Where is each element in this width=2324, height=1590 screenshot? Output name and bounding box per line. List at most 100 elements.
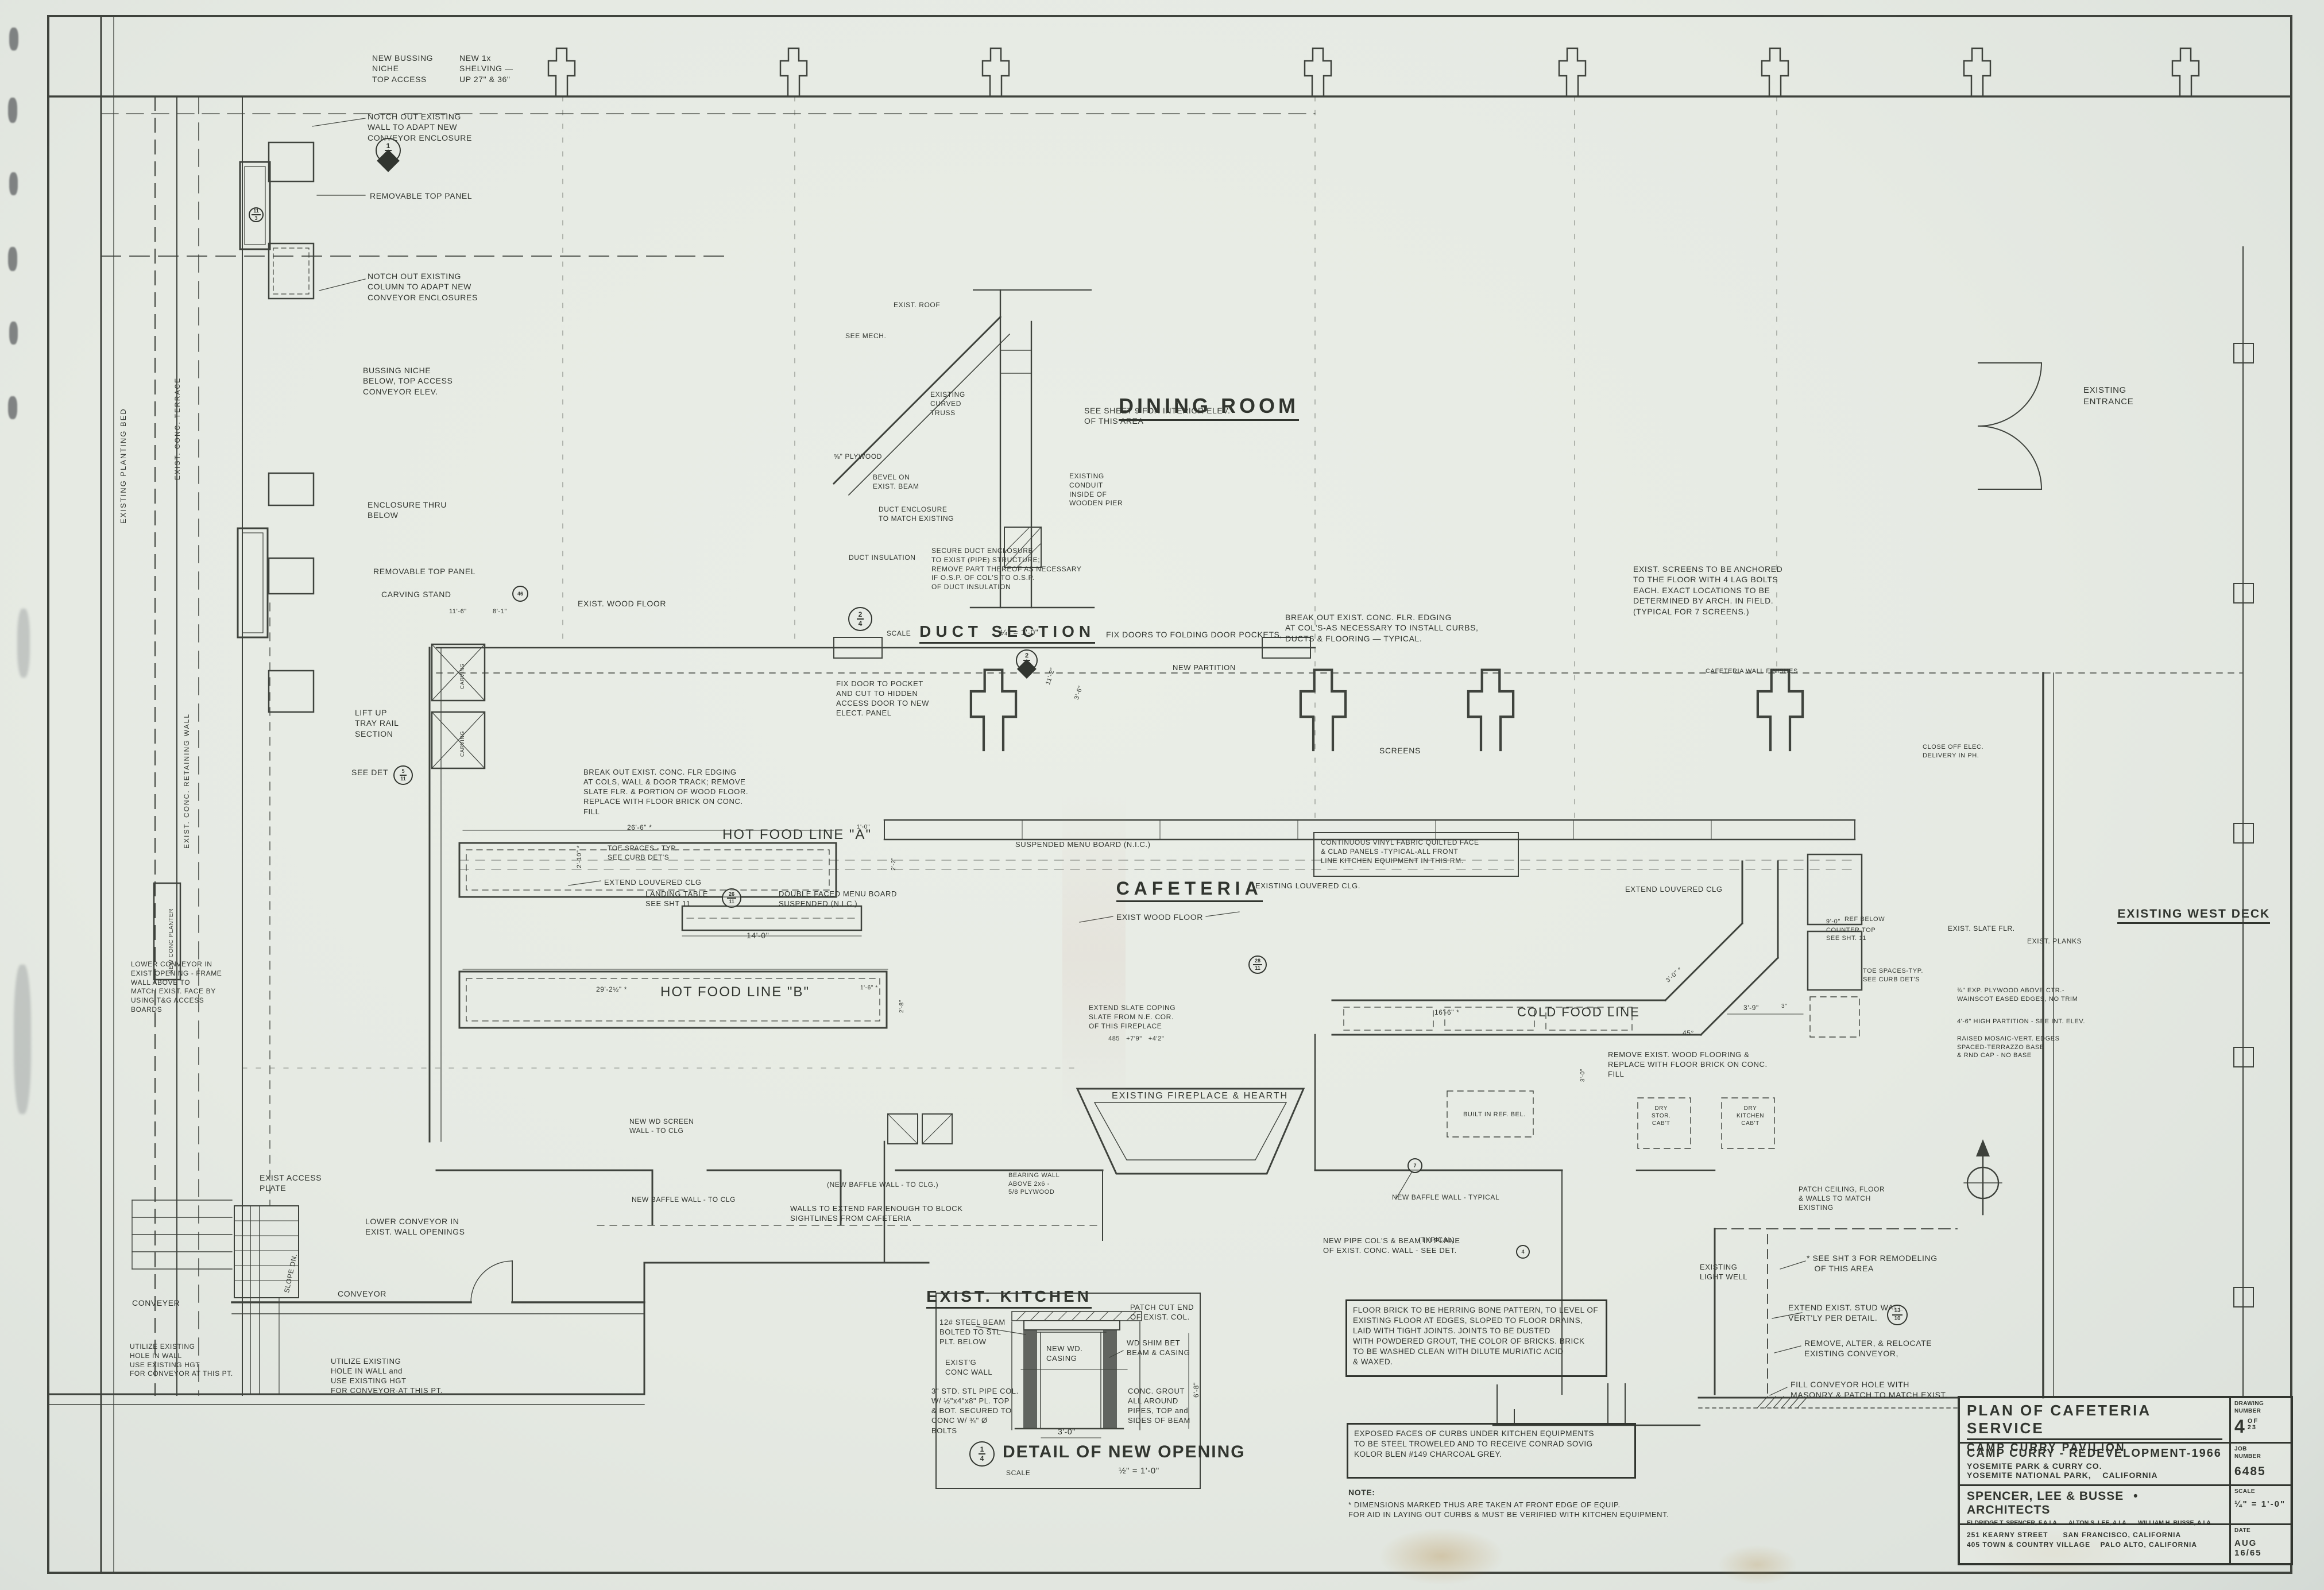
detail-title: DETAIL OF NEW OPENING <box>1003 1442 1246 1461</box>
annotation: BREAK OUT EXIST. CONC. FLR EDGING AT COL… <box>583 768 749 816</box>
annotation: FIX DOOR TO POCKET AND CUT TO HIDDEN ACC… <box>836 679 930 718</box>
annotation: 4'-6" HIGH PARTITION - SEE INT. ELEV. <box>1957 1018 2085 1025</box>
drawing-number-of: OF <box>2247 1418 2259 1425</box>
sheet-title: PLAN OF CAFETERIA SERVICE <box>1967 1402 2222 1440</box>
annotation: 26'-6" * <box>627 823 652 831</box>
annotation: EXIST ACCESS PLATE <box>260 1173 322 1193</box>
annotation: RAISED MOSAIC-VERT. EDGES SPACED-TERRAZZ… <box>1957 1035 2060 1059</box>
annotation: 2'-10" * <box>576 845 583 868</box>
annotation: LIFT UP TRAY RAIL SECTION <box>355 708 399 738</box>
duct-section-title: DUCT SECTION <box>883 604 1096 659</box>
drawing-number: 4 <box>2234 1416 2246 1437</box>
annotation: 1'-0" <box>857 824 870 830</box>
firm-name: SPENCER, LEE & BUSSE <box>1967 1490 2124 1503</box>
annotation: 3" STD. STL PIPE COL. W/ ½"x4"x8" PL. TO… <box>931 1387 1019 1435</box>
duct-section-label: DUCT SECTION <box>919 622 1096 644</box>
annotation: EXTEND SLATE COPING SLATE FROM N.E. COR.… <box>1089 1004 1176 1030</box>
annotation: TOE SPACES - TYP. SEE CURB DET'S <box>608 844 678 861</box>
annotation: NEW WD. CASING <box>1046 1344 1083 1363</box>
annotation: REMOVE, ALTER, & RELOCATE EXISTING CONVE… <box>1804 1338 1932 1359</box>
annotation: EXTEND LOUVERED CLG <box>604 878 702 887</box>
annotation: NEW BAFFLE WALL - TO CLG <box>632 1196 736 1204</box>
date-label: DATE <box>2234 1527 2251 1534</box>
binding-mark <box>8 98 17 123</box>
annotation: CONC. GROUT ALL AROUND PIPES, TOP and SI… <box>1128 1387 1190 1425</box>
annotation: REF BELOW <box>1844 916 1885 923</box>
annotation: EXISTING CONDUIT INSIDE OF WOODEN PIER <box>1069 472 1123 508</box>
annotation: CARVING <box>459 663 465 689</box>
annotation: BUILT IN REF. BEL. <box>1463 1111 1526 1118</box>
annotation: EXISTING ENTRANCE <box>2083 385 2134 407</box>
west-deck-title: EXISTING WEST DECK <box>2099 893 2271 935</box>
annotation: EXIST. SLATE FLR. <box>1948 924 2015 933</box>
annotation: NOTCH OUT EXISTING COLUMN TO ADAPT NEW C… <box>368 272 478 302</box>
annotation: BEARING WALL ABOVE 2x6 - 5/8 PLYWOOD <box>1008 1172 1060 1196</box>
title-block-row-firm: SPENCER, LEE & BUSSE • ARCHITECTS ELDRID… <box>1960 1486 2291 1526</box>
sheet-subtitle: CAMP CURRY PAVILION <box>1967 1442 2126 1454</box>
annotation: NEW BAFFLE WALL - TYPICAL <box>1392 1193 1500 1201</box>
annotation: DRY KITCHEN CAB'T <box>1737 1105 1765 1127</box>
binding-mark <box>8 396 17 419</box>
annotation: 6'-8" <box>1192 1382 1200 1398</box>
annotation: SUSPENDED MENU BOARD (N.I.C.) <box>1015 840 1151 849</box>
detail-marker: 46 <box>512 586 528 602</box>
annotation: 3'-0" <box>1058 1427 1076 1436</box>
dining-room-note: SEE SHEET 9 FOR INTERIOR ELEV. OF THIS A… <box>1084 406 1231 426</box>
annotation: SEE MECH. <box>845 332 887 340</box>
kitchen-label: EXIST. KITCHEN <box>926 1287 1092 1309</box>
binding-mark <box>9 322 18 345</box>
binding-mark <box>8 247 17 271</box>
annotation: EXIST. PLANKS <box>2027 937 2082 945</box>
duct-scale-value: ¼" = 1'-0" <box>1000 628 1039 637</box>
annotation: 29'-2½" * <box>596 985 627 993</box>
annotation: LOWER CONVEYOR IN EXIST. WALL OPENINGS <box>365 1217 465 1237</box>
project-location: YOSEMITE NATIONAL PARK, CALIFORNIA <box>1967 1471 2158 1480</box>
annotation: UTILIZE EXISTING HOLE IN WALL and USE EX… <box>331 1357 443 1395</box>
cafeteria-title: CAFETERIA <box>1077 857 1263 920</box>
annotation: CONTINUOUS VINYL FABRIC QUILTED FACE & C… <box>1321 838 1479 865</box>
binding-mark <box>9 28 18 51</box>
annotation: EXTEND LOUVERED CLG <box>1625 885 1723 893</box>
annotation: 9'-0" COUNTER TOP SEE SHT. 11 <box>1826 918 1876 942</box>
address-pa: 405 TOWN & COUNTRY VILLAGE PALO ALTO, CA… <box>1967 1541 2198 1549</box>
annotation: NEW PIPE COL'S & BEAM IN PLANE OF EXIST.… <box>1323 1236 1460 1255</box>
annotation: 1'-6" * <box>860 985 878 991</box>
annotation: (NEW BAFFLE WALL - TO CLG.) <box>827 1181 939 1189</box>
firm-principals: ELDRIDGE T. SPENCER, F.A.I.A. ALTON S. L… <box>1967 1519 2213 1526</box>
annotation: 45° <box>1683 1029 1694 1037</box>
annotation: REMOVABLE TOP PANEL <box>373 567 476 576</box>
annotation: REMOVE EXIST. WOOD FLOORING & REPLACE WI… <box>1608 1050 1768 1079</box>
annotation: UTILIZE EXISTING HOLE IN WALL USE EXISTI… <box>130 1343 233 1378</box>
annotation: FILL CONVEYOR HOLE WITH MASONRY & PATCH … <box>1791 1380 1948 1400</box>
scale-label: SCALE <box>2234 1488 2255 1495</box>
detail-marker: 4 <box>1516 1245 1530 1259</box>
client-name: YOSEMITE PARK & CURRY CO. <box>1967 1461 2102 1471</box>
annotation: 2'-8" <box>899 1000 905 1013</box>
annotation: 14'-0" <box>747 931 769 940</box>
annotation: 8'-1" <box>493 608 507 615</box>
annotation: EXISTING FIREPLACE & HEARTH <box>1112 1091 1289 1101</box>
annotation: REMOVABLE TOP PANEL <box>370 191 473 200</box>
annotation: TOE SPACES-TYP. SEE CURB DET'S <box>1863 968 1923 983</box>
annotation: LANDING TABLE SEE SHT 11 <box>645 889 709 908</box>
annotation: HOT FOOD LINE "A" <box>722 827 872 842</box>
annotation: EXIST. ROOF <box>894 301 941 309</box>
scale-value: ¼" = 1'-0" <box>2234 1499 2286 1509</box>
annotation: ⅝" PLYWOOD <box>834 452 883 461</box>
annotation: EXISTING CURVED TRUSS <box>930 390 965 417</box>
annotation: NEW WD SCREEN WALL - TO CLG <box>629 1117 694 1135</box>
dining-room-title: DINING ROOM <box>1082 370 1300 442</box>
west-deck-label: EXISTING WEST DECK <box>2117 907 2271 924</box>
annotation: EXIST'G CONC WALL <box>945 1358 993 1377</box>
drawing-number-label: DRAWING NUMBER <box>2234 1401 2264 1414</box>
annotation: CLOSE OFF ELEC. DELIVERY IN PH. <box>1923 744 1984 759</box>
annotation: (TYPICAL) <box>1418 1236 1455 1244</box>
annotation: 11'-6" <box>449 608 467 615</box>
